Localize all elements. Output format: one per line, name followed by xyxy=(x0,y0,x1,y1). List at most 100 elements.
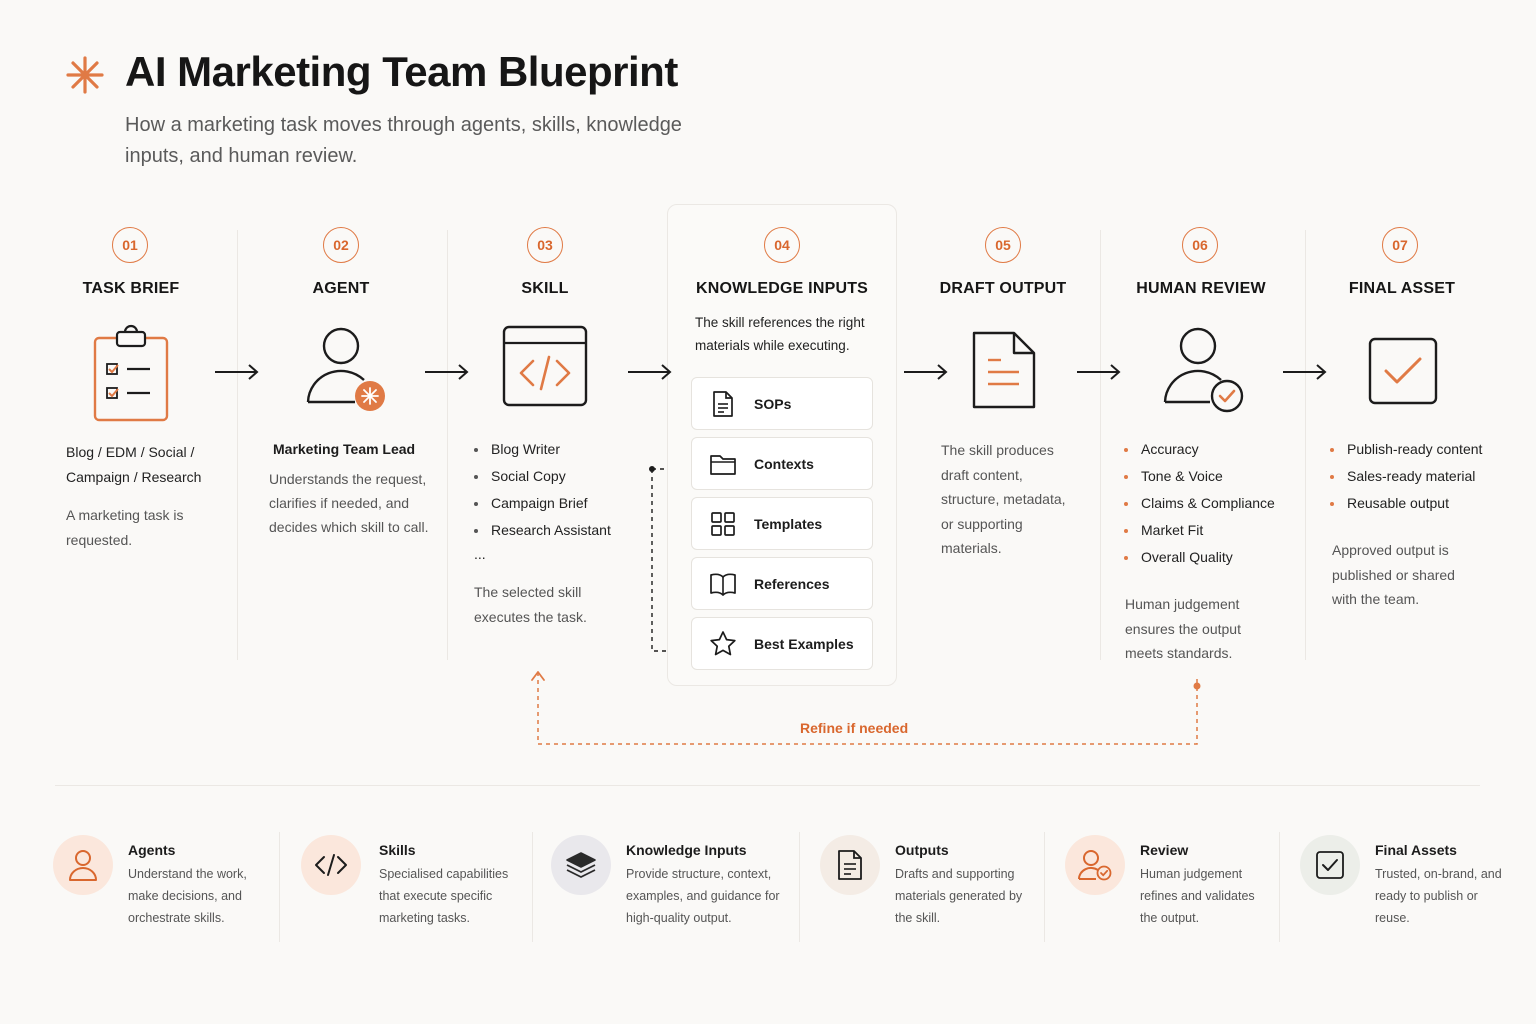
step-title-knowledge-inputs: KNOWLEDGE INPUTS xyxy=(695,280,869,297)
list-item: Reusable output xyxy=(1330,490,1482,517)
skill-list-more: ... xyxy=(474,546,486,562)
knowledge-card-references[interactable]: References xyxy=(691,557,873,610)
document-lines-icon xyxy=(972,331,1036,409)
legend-divider xyxy=(799,832,800,942)
asterisk-logo-icon xyxy=(66,56,104,94)
person-icon xyxy=(69,850,97,881)
knowledge-card-templates[interactable]: Templates xyxy=(691,497,873,550)
final-asset-description: Approved output is published or shared w… xyxy=(1332,542,1455,607)
list-item: Research Assistant xyxy=(474,517,611,544)
knowledge-card-best-examples[interactable]: Best Examples xyxy=(691,617,873,670)
section-divider xyxy=(55,785,1480,786)
step-number-04: 04 xyxy=(764,227,800,263)
checkbox-icon xyxy=(1316,851,1344,879)
arrow-right-icon xyxy=(904,364,948,380)
step-title-task-brief: TASK BRIEF xyxy=(82,280,180,297)
step-number-06: 06 xyxy=(1182,227,1218,263)
layers-icon xyxy=(566,852,596,878)
step-number-02: 02 xyxy=(323,227,359,263)
legend-divider xyxy=(532,832,533,942)
legend-desc-skills: Specialised capabilities that execute sp… xyxy=(379,867,509,925)
list-item: Accuracy xyxy=(1124,436,1275,463)
legend-desc-final-assets: Trusted, on-brand, and ready to publish … xyxy=(1375,867,1502,925)
step-number-05: 05 xyxy=(985,227,1021,263)
knowledge-card-label: Templates xyxy=(754,515,823,532)
legend-desc-review: Human judgement refines and validates th… xyxy=(1140,867,1255,925)
skill-list: Blog Writer Social Copy Campaign Brief R… xyxy=(474,436,611,544)
knowledge-card-contexts[interactable]: Contexts xyxy=(691,437,873,490)
legend-agents-badge xyxy=(53,835,113,895)
arrow-right-icon xyxy=(215,364,259,380)
list-item: Tone & Voice xyxy=(1124,463,1275,490)
legend-title-outputs: Outputs xyxy=(895,842,949,858)
knowledge-card-label: References xyxy=(754,575,830,592)
column-divider xyxy=(237,230,238,660)
page-title: AI Marketing Team Blueprint xyxy=(125,48,678,95)
draft-output-description: The skill produces draft content, struct… xyxy=(941,442,1066,556)
arrow-right-icon xyxy=(425,364,469,380)
step-title-final-asset: FINAL ASSET xyxy=(1348,280,1456,297)
legend-title-final-assets: Final Assets xyxy=(1375,842,1457,858)
code-icon xyxy=(315,854,347,876)
legend-skills-badge xyxy=(301,835,361,895)
list-item: Sales-ready material xyxy=(1330,463,1482,490)
final-asset-list: Publish-ready content Sales-ready materi… xyxy=(1330,436,1482,517)
agent-role: Marketing Team Lead xyxy=(273,441,416,457)
person-star-icon xyxy=(306,327,385,411)
task-brief-types: Blog / EDM / Social / Campaign / Researc… xyxy=(66,444,202,485)
legend-divider xyxy=(279,832,280,942)
knowledge-card-label: Contexts xyxy=(754,455,814,472)
legend-review-badge xyxy=(1065,835,1125,895)
knowledge-card-label: Best Examples xyxy=(754,635,854,652)
knowledge-card-sops[interactable]: SOPs xyxy=(691,377,873,430)
step-number-03: 03 xyxy=(527,227,563,263)
agent-description: Understands the request, clarifies if ne… xyxy=(269,471,429,535)
person-check-icon xyxy=(1163,327,1244,413)
knowledge-link-bracket xyxy=(649,466,667,652)
legend-title-knowledge-inputs: Knowledge Inputs xyxy=(626,842,747,858)
person-check-icon xyxy=(1077,850,1112,881)
legend-title-agents: Agents xyxy=(128,842,176,858)
legend-desc-outputs: Drafts and supporting materials generate… xyxy=(895,867,1023,925)
list-item: Market Fit xyxy=(1124,517,1275,544)
column-divider xyxy=(1305,230,1306,660)
book-icon xyxy=(710,573,736,596)
arrow-right-icon xyxy=(1283,364,1327,380)
refine-label: Refine if needed xyxy=(798,720,911,736)
human-review-description: Human judgement ensures the output meets… xyxy=(1125,596,1241,661)
legend-title-skills: Skills xyxy=(379,842,416,858)
legend-divider xyxy=(1279,832,1280,942)
knowledge-card-label: SOPs xyxy=(754,395,792,412)
knowledge-inputs-description: The skill references the right materials… xyxy=(695,315,865,353)
code-window-icon xyxy=(502,325,588,407)
clipboard-check-icon xyxy=(93,324,169,422)
skill-description: The selected skill executes the task. xyxy=(474,584,587,625)
legend-title-review: Review xyxy=(1140,842,1189,858)
page-subtitle: How a marketing task moves through agent… xyxy=(125,114,682,167)
legend-divider xyxy=(1044,832,1045,942)
column-divider xyxy=(447,230,448,660)
star-icon xyxy=(710,630,736,655)
step-title-draft-output: DRAFT OUTPUT xyxy=(939,280,1067,297)
step-title-agent: AGENT xyxy=(312,280,370,297)
grid-icon xyxy=(711,511,735,536)
legend-final-assets-badge xyxy=(1300,835,1360,895)
list-item: Campaign Brief xyxy=(474,490,611,517)
legend-desc-agents: Understand the work, make decisions, and… xyxy=(128,867,247,925)
list-item: Claims & Compliance xyxy=(1124,490,1275,517)
step-number-07: 07 xyxy=(1382,227,1418,263)
document-icon xyxy=(713,390,733,417)
list-item: Blog Writer xyxy=(474,436,611,463)
folder-icon xyxy=(710,454,736,475)
document-icon xyxy=(838,850,862,880)
list-item: Publish-ready content xyxy=(1330,436,1482,463)
step-title-skill: SKILL xyxy=(521,280,569,297)
legend-outputs-badge xyxy=(820,835,880,895)
review-criteria-list: Accuracy Tone & Voice Claims & Complianc… xyxy=(1124,436,1275,571)
step-title-human-review: HUMAN REVIEW xyxy=(1136,280,1266,297)
task-brief-description: A marketing task is requested. xyxy=(66,507,184,548)
legend-desc-knowledge-inputs: Provide structure, context, examples, an… xyxy=(626,867,780,925)
column-divider xyxy=(1100,230,1101,660)
legend-knowledge-badge xyxy=(551,835,611,895)
refine-loop-arrow xyxy=(531,671,1201,745)
